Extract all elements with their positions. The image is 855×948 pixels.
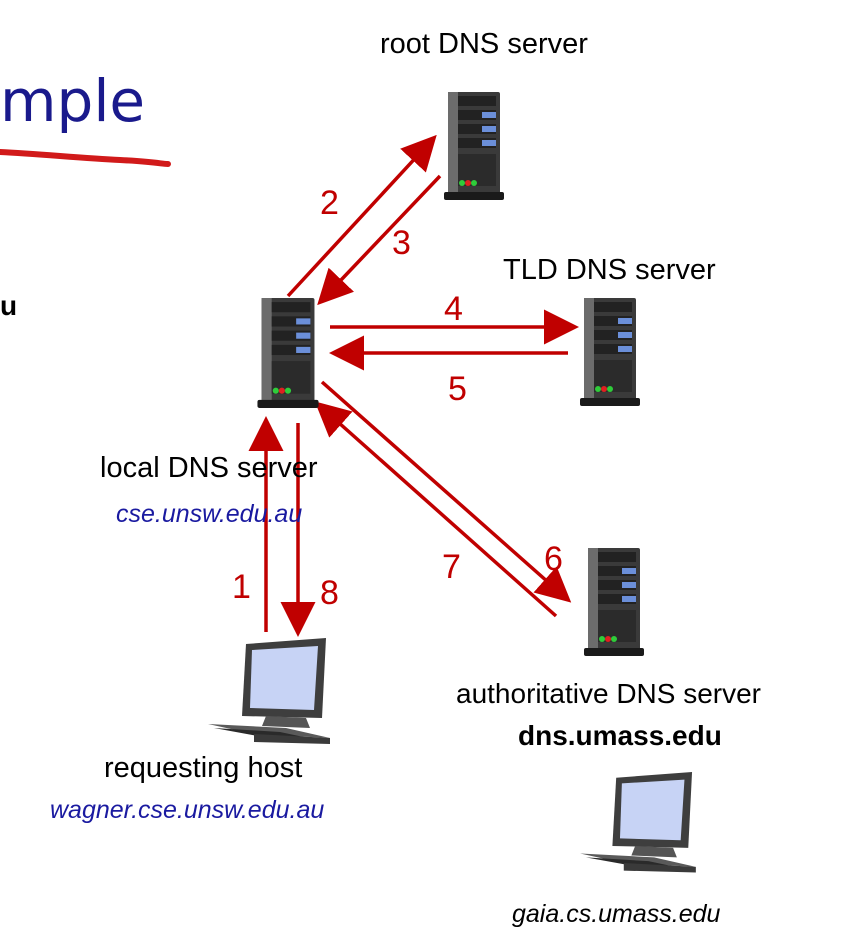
arrow-6 — [320, 380, 572, 603]
root-server-label: root DNS server — [380, 28, 588, 60]
auth-server-hostname: dns.umass.edu — [518, 720, 722, 751]
step-5-label: 5 — [448, 370, 467, 408]
server-icon — [580, 298, 640, 406]
step-6-label: 6 — [544, 540, 563, 578]
arrow-3 — [317, 174, 442, 306]
arrow-7 — [314, 401, 558, 618]
side-text-fragment: u — [0, 290, 18, 321]
step-8-label: 8 — [320, 574, 339, 612]
computer-icon — [580, 772, 696, 873]
gaia-hostname: gaia.cs.umass.edu — [512, 900, 721, 928]
local-server-hostname: cse.unsw.edu.au — [116, 500, 303, 528]
tld-server-label: TLD DNS server — [503, 254, 716, 286]
server-icon — [444, 92, 504, 200]
requesting-host-label: requesting host — [104, 752, 303, 784]
step-1-label: 1 — [232, 568, 251, 606]
slide-title-fragment: mple — [0, 67, 146, 135]
step-3-label: 3 — [392, 224, 411, 262]
requesting-host-hostname: wagner.cse.unsw.edu.au — [50, 796, 325, 824]
server-icon — [584, 548, 644, 656]
step-4-label: 4 — [444, 290, 463, 328]
local-server-label: local DNS server — [100, 452, 318, 484]
step-7-label: 7 — [442, 548, 461, 586]
arrow-2 — [286, 134, 437, 298]
title-underline — [0, 149, 171, 167]
server-icon — [257, 298, 319, 408]
step-2-label: 2 — [320, 184, 339, 222]
computer-icon — [208, 638, 330, 744]
auth-server-label: authoritative DNS server — [456, 678, 762, 709]
